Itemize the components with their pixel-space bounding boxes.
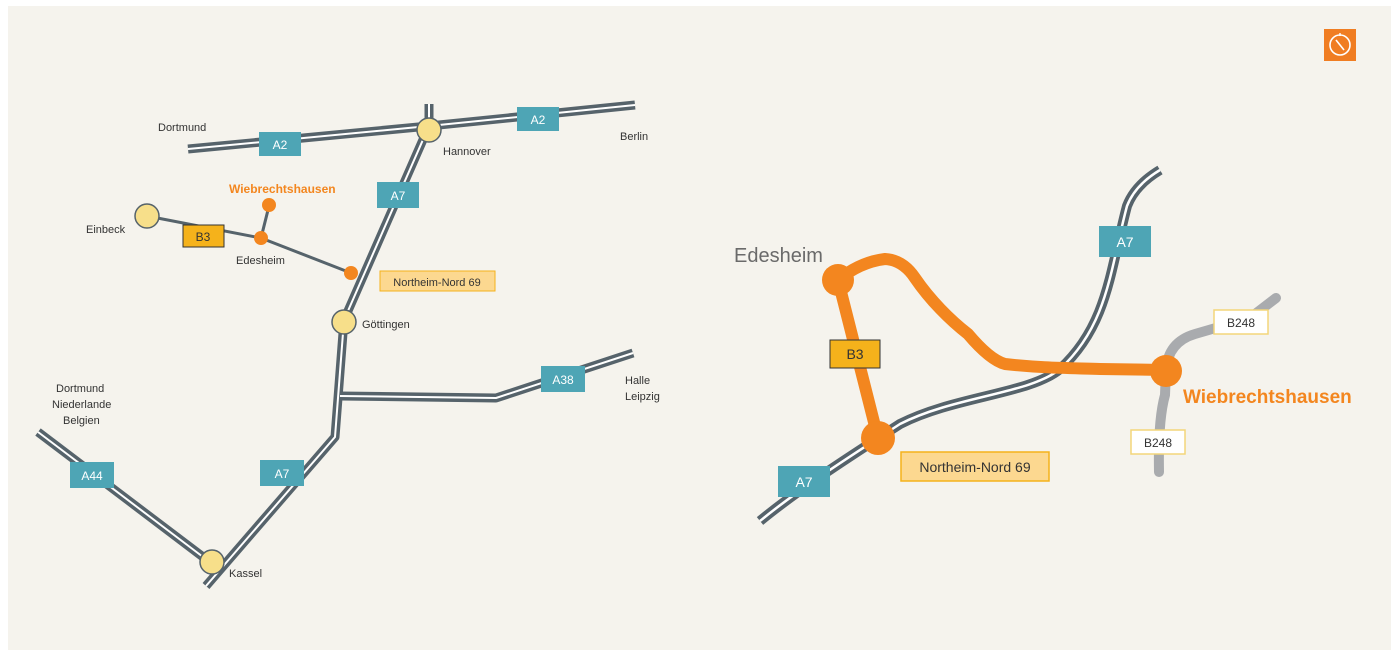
svg-text:Northeim-Nord 69: Northeim-Nord 69 xyxy=(919,459,1030,475)
label-wiebrechtshausen: Wiebrechtshausen xyxy=(229,182,336,196)
a7-shield-detail-bottom: A7 xyxy=(778,466,830,497)
exit-label-detail: Northeim-Nord 69 xyxy=(900,451,1050,482)
compass-icon xyxy=(1329,33,1351,56)
marker-wiebrechtshausen-detail[interactable] xyxy=(1150,355,1182,387)
a7-shield-top: A7 xyxy=(377,182,419,208)
overview-map: A2 A2 A7 A7 A38 A44 B3 xyxy=(35,100,660,589)
svg-text:A7: A7 xyxy=(795,474,812,490)
svg-text:A44: A44 xyxy=(81,469,103,483)
route-path-loop[interactable] xyxy=(832,253,1171,376)
b3-shield-detail: B3 xyxy=(829,339,881,369)
marker-edesheim-detail[interactable] xyxy=(822,264,854,296)
svg-text:A7: A7 xyxy=(275,467,290,481)
a44-shield: A44 xyxy=(70,462,114,488)
compass-button[interactable] xyxy=(1324,29,1356,61)
detail-map: A7 A7 B3 B248 B248 Edesheim Wiebrechtsha… xyxy=(734,165,1352,525)
marker-exit-detail[interactable] xyxy=(861,421,895,455)
label-halle: Halle xyxy=(625,375,650,387)
label-goettingen: Göttingen xyxy=(362,319,410,331)
a38-shield: A38 xyxy=(541,366,585,392)
city-marker-kassel[interactable] xyxy=(199,549,225,575)
label-sw-niederlande: Niederlande xyxy=(52,399,111,411)
a2-shield-right: A2 xyxy=(517,107,559,131)
exit-label-overview: Northeim-Nord 69 xyxy=(379,270,496,292)
label-wiebrechtshausen-detail: Wiebrechtshausen xyxy=(1183,387,1352,408)
svg-text:B248: B248 xyxy=(1144,436,1172,450)
svg-text:A2: A2 xyxy=(531,113,546,127)
city-marker-hannover[interactable] xyxy=(416,117,442,143)
highway-a7 xyxy=(202,124,434,589)
svg-text:A7: A7 xyxy=(391,189,406,203)
highway-a2 xyxy=(187,100,636,154)
marker-wiebrechtshausen[interactable] xyxy=(262,198,276,212)
label-dortmund: Dortmund xyxy=(158,122,206,134)
label-kassel: Kassel xyxy=(229,568,262,580)
label-berlin: Berlin xyxy=(620,131,648,143)
svg-text:B3: B3 xyxy=(846,346,863,362)
marker-exit-northeim-nord[interactable] xyxy=(344,266,358,280)
marker-edesheim[interactable] xyxy=(254,231,268,245)
a7-shield-detail-top: A7 xyxy=(1099,226,1151,257)
label-leipzig: Leipzig xyxy=(625,391,660,403)
label-sw-belgien: Belgien xyxy=(63,415,100,427)
highway-a7-detail xyxy=(756,165,1163,525)
highway-a38 xyxy=(339,348,635,403)
label-edesheim-detail: Edesheim xyxy=(734,245,823,267)
b248-shield-top: B248 xyxy=(1213,309,1269,335)
a7-shield-bottom: A7 xyxy=(260,460,304,486)
city-marker-goettingen[interactable] xyxy=(331,309,357,335)
svg-text:Northeim-Nord 69: Northeim-Nord 69 xyxy=(393,277,480,289)
svg-text:B3: B3 xyxy=(196,230,211,244)
svg-text:A38: A38 xyxy=(552,373,574,387)
label-sw-dortmund: Dortmund xyxy=(56,383,104,395)
label-hannover: Hannover xyxy=(443,146,491,158)
svg-text:A7: A7 xyxy=(1116,234,1133,250)
highway-a44 xyxy=(35,428,214,567)
label-edesheim: Edesheim xyxy=(236,255,285,267)
svg-text:A2: A2 xyxy=(273,138,288,152)
svg-text:B248: B248 xyxy=(1227,316,1255,330)
city-marker-einbeck[interactable] xyxy=(134,203,160,229)
a2-shield-left: A2 xyxy=(259,132,301,156)
label-einbeck: Einbeck xyxy=(86,224,126,236)
b3-shield: B3 xyxy=(182,224,225,248)
b248-shield-bottom: B248 xyxy=(1130,429,1186,455)
